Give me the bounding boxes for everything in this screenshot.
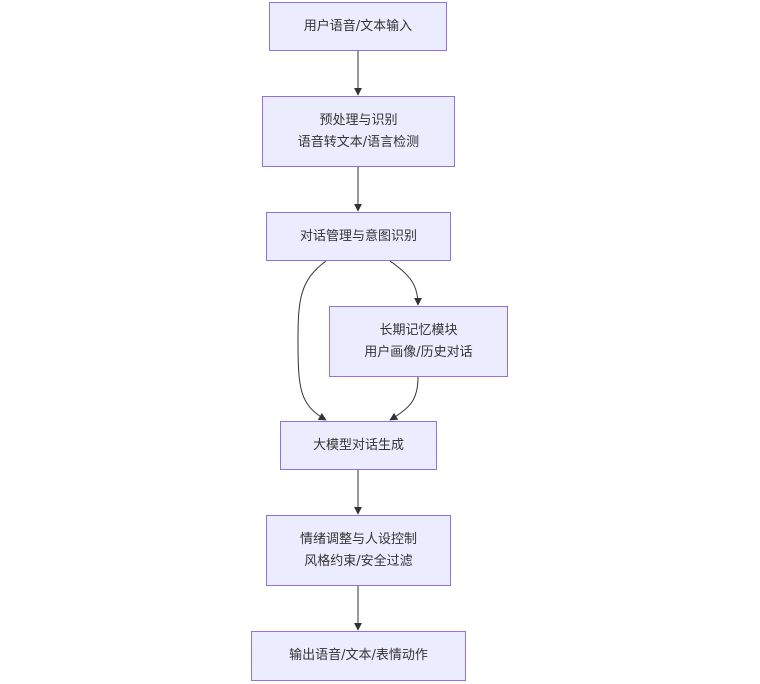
node-sublabel: 用户画像/历史对话 bbox=[364, 344, 473, 360]
node-sublabel: 风格约束/安全过滤 bbox=[304, 553, 413, 569]
edge-dialog-to-llm bbox=[297, 260, 327, 421]
node-label: 预处理与识别 bbox=[319, 112, 398, 128]
node-label: 大模型对话生成 bbox=[312, 437, 404, 453]
node-llm-generation[interactable]: 大模型对话生成 bbox=[280, 421, 437, 470]
node-long-term-memory[interactable]: 长期记忆模块 用户画像/历史对话 bbox=[329, 306, 508, 377]
node-label: 情绪调整与人设控制 bbox=[299, 531, 417, 547]
node-preprocess[interactable]: 预处理与识别 语音转文本/语言检测 bbox=[262, 96, 455, 167]
node-user-input[interactable]: 用户语音/文本输入 bbox=[269, 2, 447, 51]
node-sublabel: 语音转文本/语言检测 bbox=[297, 134, 420, 150]
node-label: 长期记忆模块 bbox=[379, 322, 458, 338]
node-dialog-management[interactable]: 对话管理与意图识别 bbox=[266, 212, 451, 261]
node-label: 对话管理与意图识别 bbox=[299, 228, 417, 244]
edge-memory-to-llm bbox=[389, 376, 419, 421]
node-output[interactable]: 输出语音/文本/表情动作 bbox=[251, 631, 466, 681]
edge-dialog-to-memory bbox=[389, 260, 422, 306]
node-label: 用户语音/文本输入 bbox=[303, 18, 413, 34]
node-label: 输出语音/文本/表情动作 bbox=[289, 648, 428, 663]
node-emotion-persona[interactable]: 情绪调整与人设控制 风格约束/安全过滤 bbox=[266, 515, 451, 586]
